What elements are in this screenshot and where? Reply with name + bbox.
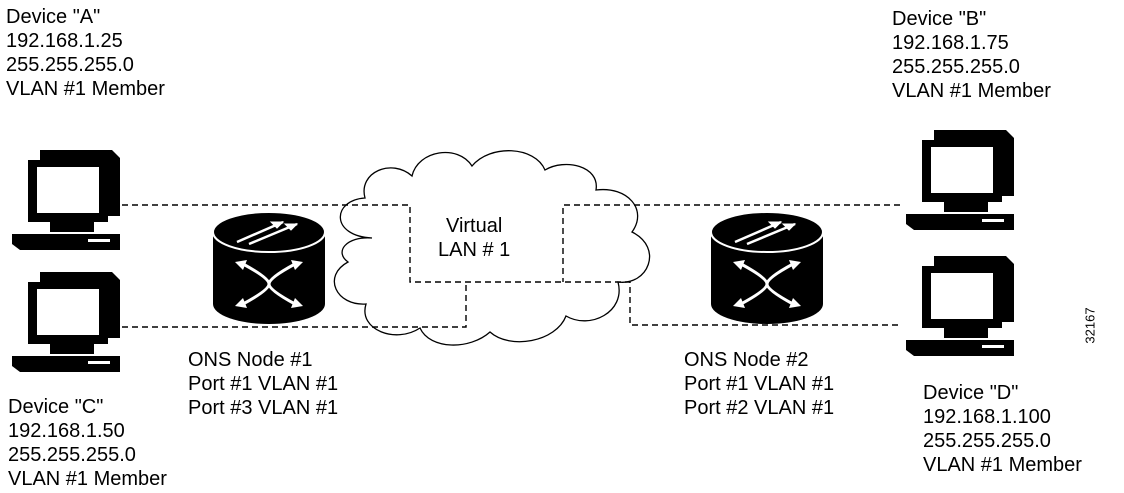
cloud-label-line2: LAN # 1 xyxy=(438,239,511,261)
device-a-ip: 192.168.1.25 xyxy=(6,30,123,52)
ons-node-2-label: ONS Node #2 Port #1 VLAN #1 Port #2 VLAN… xyxy=(684,348,834,420)
device-b-vlan: VLAN #1 Member xyxy=(892,80,1051,102)
link-device-a xyxy=(122,204,900,326)
device-b-label: Device "B" 192.168.1.75 255.255.255.0 VL… xyxy=(892,7,1051,103)
cloud-label: Virtual LAN # 1 xyxy=(438,214,510,262)
ons-node-1-port-a: Port #1 VLAN #1 xyxy=(188,373,339,395)
device-c-mask: 255.255.255.0 xyxy=(8,444,136,466)
ons-node-2-port-b: Port #2 VLAN #1 xyxy=(684,397,835,419)
vlan-links xyxy=(122,204,900,328)
ons-node-1-label: ONS Node #1 Port #1 VLAN #1 Port #3 VLAN… xyxy=(188,348,338,420)
device-b-ip: 192.168.1.75 xyxy=(892,32,1009,54)
ons-node-1-port-b: Port #3 VLAN #1 xyxy=(188,397,339,419)
device-d-vlan: VLAN #1 Member xyxy=(923,454,1082,476)
figure-id: 32167 xyxy=(1082,307,1098,344)
device-d-name: Device "D" xyxy=(923,382,1019,404)
ons-node-1-name: ONS Node #1 xyxy=(188,349,313,371)
device-d-ip: 192.168.1.100 xyxy=(923,406,1051,428)
virtual-lan-cloud xyxy=(333,150,651,346)
device-c-name: Device "C" xyxy=(8,396,104,418)
switch-icon xyxy=(211,210,327,326)
device-b-name: Device "B" xyxy=(892,8,987,30)
device-c-vlan: VLAN #1 Member xyxy=(8,468,167,490)
computer-icon xyxy=(11,271,121,373)
link-device-b xyxy=(562,204,900,282)
device-a-vlan: VLAN #1 Member xyxy=(6,78,165,100)
cloud-label-line1: Virtual xyxy=(445,215,503,237)
computer-icon xyxy=(11,149,121,251)
ons-node-2-name: ONS Node #2 xyxy=(684,349,809,371)
device-c-label: Device "C" 192.168.1.50 255.255.255.0 VL… xyxy=(8,395,167,491)
device-a-mask: 255.255.255.0 xyxy=(6,54,134,76)
device-c-ip: 192.168.1.50 xyxy=(8,420,125,442)
device-a-name: Device "A" xyxy=(6,6,101,28)
link-device-c xyxy=(122,282,467,328)
ons-node-2-port-a: Port #1 VLAN #1 xyxy=(684,373,835,395)
device-a-label: Device "A" 192.168.1.25 255.255.255.0 VL… xyxy=(6,5,165,101)
switch-icon xyxy=(709,210,825,326)
computer-icon xyxy=(905,129,1015,231)
device-d-mask: 255.255.255.0 xyxy=(923,430,1051,452)
computer-icon xyxy=(905,255,1015,357)
device-d-label: Device "D" 192.168.1.100 255.255.255.0 V… xyxy=(923,381,1082,477)
device-b-mask: 255.255.255.0 xyxy=(892,56,1020,78)
